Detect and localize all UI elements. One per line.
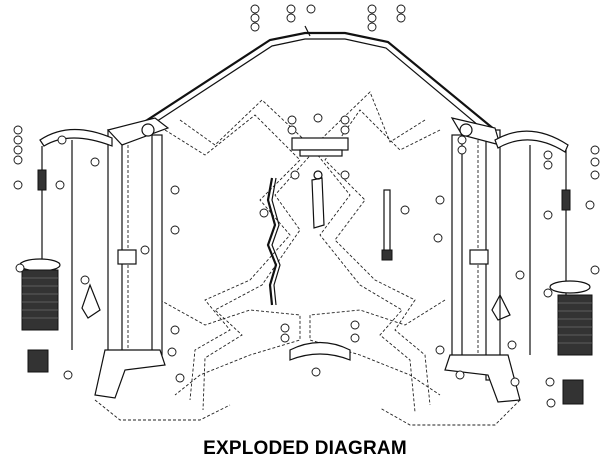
right-tower — [444, 117, 593, 405]
curl-bar — [266, 177, 281, 306]
top-bracket — [291, 137, 349, 157]
diagram-title: EXPLODED DIAGRAM — [203, 438, 407, 459]
top-crossbar — [111, 25, 496, 149]
part-number-callouts — [13, 4, 600, 408]
bottom-bracket — [289, 341, 351, 361]
left-tower — [19, 117, 170, 399]
straight-bar — [381, 189, 393, 261]
strap-handle — [311, 170, 325, 229]
assembly-zigzag-outlines — [94, 91, 521, 426]
